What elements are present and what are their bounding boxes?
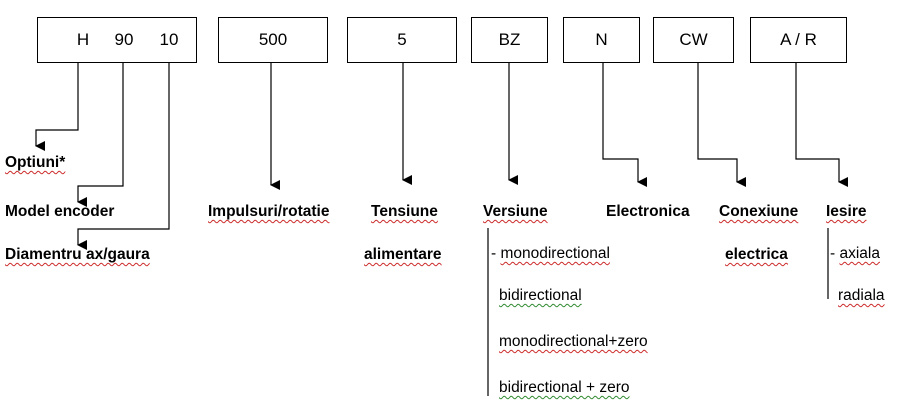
option-text: axiala [839,245,880,262]
option-text: monodirectional+zero [499,333,648,350]
label-connection-line1: Conexiune [719,203,799,220]
connector-electronics [602,63,647,187]
version-option: monodirectional+zero [499,333,648,351]
label-diameter: Diamentru ax/gaura [5,246,150,263]
output-code-box: A / R [750,17,847,63]
output-option: - axiala [830,245,880,263]
label-output: Iesire [826,203,867,220]
label-pulses: Impulsuri/rotatie [208,203,330,220]
code-segment-h: H [76,30,90,49]
option-text: bidirectional [499,287,582,304]
connector-diameter [77,63,170,250]
label-version: Versiune [483,203,548,220]
connector-connection [697,63,746,187]
option-text: bidirectional + zero [499,379,630,396]
label-electronics: Electronica [606,203,690,220]
voltage-code-box: 5 [347,17,457,63]
connector-model [77,63,124,207]
version-option: bidirectional [499,287,582,305]
option-text: radiala [838,287,885,304]
version-option: bidirectional + zero [499,379,630,397]
label-model: Model encoder [5,203,115,220]
version-code-box: BZ [471,17,548,63]
connector-options [35,63,79,151]
label-voltage-line1: Tensiune [371,203,438,220]
option-prefix: - [491,245,501,262]
pulses-code-box: 500 [218,17,328,63]
code-segment-90: 90 [114,30,134,49]
label-connection-line2: electrica [725,246,788,263]
model-code-box: H 90 10 [37,17,197,63]
label-voltage-line2: alimentare [364,246,442,263]
electronics-code-box: N [563,17,640,63]
connection-code-box: CW [653,17,734,63]
option-prefix: - [830,245,840,262]
label-options: Optiuni* [5,154,66,171]
code-segment-10: 10 [159,30,179,49]
output-option: radiala [838,287,885,305]
version-option: - monodirectional [491,245,610,263]
connector-output [795,63,848,187]
option-text: monodirectional [500,245,610,262]
